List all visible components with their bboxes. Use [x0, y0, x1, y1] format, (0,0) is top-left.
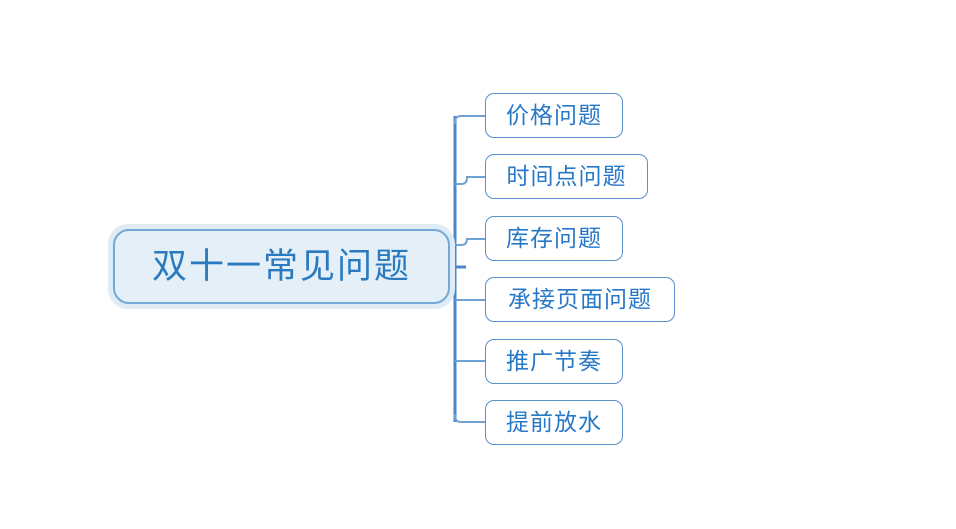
child-node-label: 承接页面问题	[508, 287, 652, 312]
root-node-label: 双十一常见问题	[151, 247, 411, 286]
child-node-4[interactable]: 推广节奏	[485, 339, 623, 384]
child-node-label: 推广节奏	[506, 349, 602, 374]
child-node-label: 提前放水	[506, 410, 602, 435]
root-node[interactable]: 双十一常见问题	[108, 224, 455, 309]
connector-branch-0	[454, 115, 485, 124]
connector-branch-2	[455, 238, 485, 246]
child-node-label: 库存问题	[506, 226, 602, 251]
connector-branch-1	[455, 175, 485, 185]
connector-branch-5	[454, 414, 485, 423]
child-node-0[interactable]: 价格问题	[485, 93, 623, 138]
child-node-label: 时间点问题	[506, 164, 627, 189]
child-node-5[interactable]: 提前放水	[485, 400, 623, 445]
child-node-1[interactable]: 时间点问题	[485, 154, 648, 199]
child-node-2[interactable]: 库存问题	[485, 216, 623, 261]
child-node-label: 价格问题	[506, 103, 602, 128]
root-node-body: 双十一常见问题	[113, 229, 450, 304]
child-node-3[interactable]: 承接页面问题	[485, 277, 675, 322]
